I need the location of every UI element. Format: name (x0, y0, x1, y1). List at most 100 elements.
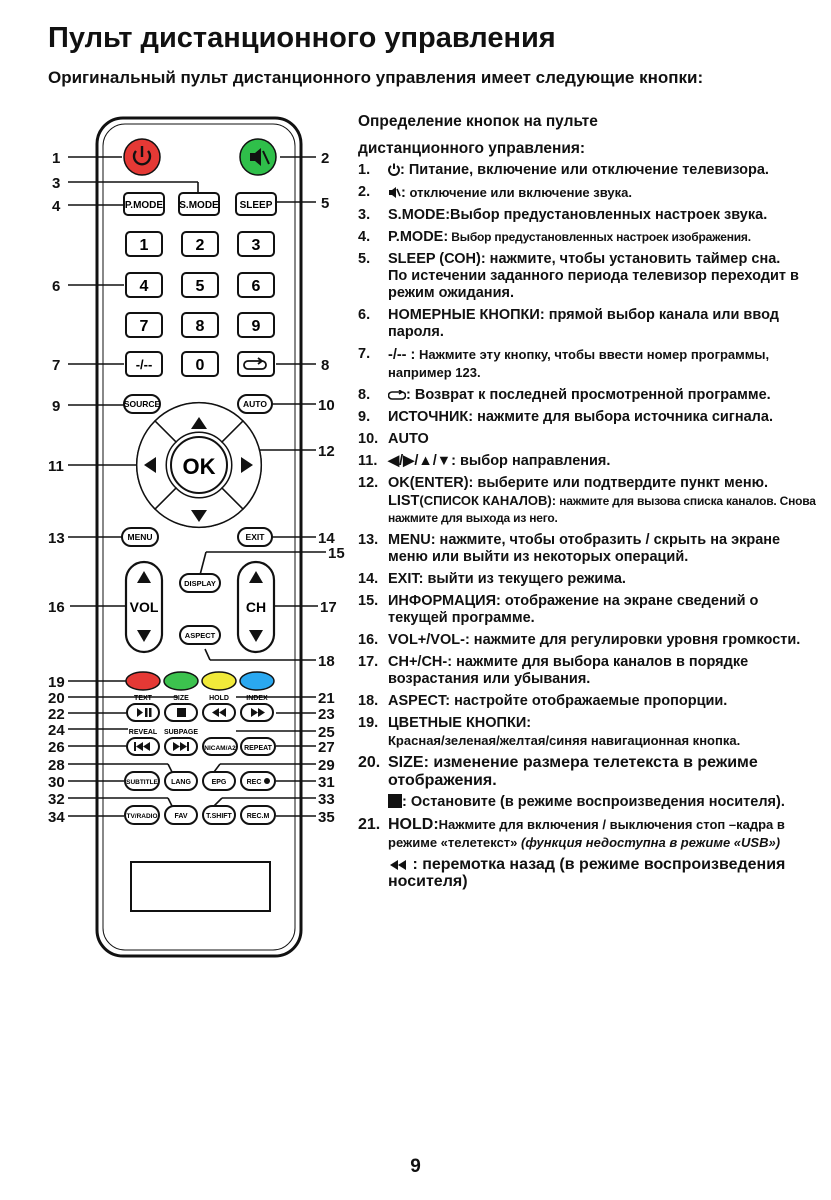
callout-28: 28 (48, 757, 65, 774)
digit-1-button[interactable] (125, 231, 163, 257)
blue-button[interactable] (239, 671, 275, 691)
rewind-icon (390, 860, 406, 870)
rec-button[interactable] (240, 771, 276, 791)
fav-label: FAV (174, 813, 187, 820)
vol-down-icon (137, 630, 151, 642)
yellow-button[interactable] (201, 671, 237, 691)
ch-down-icon (249, 630, 263, 642)
callout-21: 21 (318, 690, 335, 707)
up-arrow-icon (191, 417, 207, 429)
digit-2-button[interactable] (181, 231, 219, 257)
lang-button[interactable] (164, 771, 198, 791)
red-button[interactable] (125, 671, 161, 691)
auto-button[interactable] (237, 394, 273, 414)
mute-icon (389, 187, 401, 198)
digit-9-label: 9 (252, 318, 261, 335)
hold-small-label: HOLD (209, 695, 229, 702)
subpage-small-label: SUBPAGE (164, 729, 198, 736)
subtitle-label: SUBTITLE (126, 779, 158, 786)
size-small-label: SIZE (173, 695, 189, 702)
down-arrow-icon (191, 510, 207, 522)
pmode-button[interactable] (123, 192, 165, 216)
ch-label: CH (246, 599, 266, 615)
definition-10: 10. AUTO (358, 431, 429, 447)
dash-label: -/-- (136, 357, 153, 372)
digit-8-button[interactable] (181, 312, 219, 338)
definition-20: 20. SIZE: изменение размера телетекста в… (358, 754, 785, 810)
callout-6: 6 (52, 278, 60, 295)
repeat-label: REPEAT (244, 745, 273, 752)
callout-22: 22 (48, 706, 65, 723)
right-arrow-icon (241, 457, 253, 473)
ok-button[interactable] (170, 436, 228, 494)
nicam-label: NICAM/A2 (204, 745, 236, 752)
display-label: DISPLAY (184, 579, 216, 588)
tv-radio-button[interactable] (124, 805, 160, 825)
definition-21: 21. HOLD:Нажмите для включения / выключе… (358, 816, 786, 890)
recall-button[interactable] (237, 351, 275, 377)
recm-button[interactable] (240, 805, 276, 825)
callout-3: 3 (52, 175, 60, 192)
display-button[interactable] (179, 573, 221, 593)
callout-26: 26 (48, 739, 65, 756)
digit-2-label: 2 (196, 237, 205, 254)
menu-button[interactable] (121, 527, 159, 547)
callout-29: 29 (318, 757, 335, 774)
power-button[interactable] (123, 138, 161, 176)
source-button[interactable] (123, 394, 161, 414)
digit-4-button[interactable] (125, 272, 163, 298)
dash-button[interactable] (125, 351, 163, 377)
digit-0-label: 0 (196, 357, 205, 374)
left-arrow-button[interactable] (136, 419, 178, 511)
pmode-label: P.MODE (125, 200, 163, 211)
smode-button[interactable] (178, 192, 220, 216)
definition-15: 15. ИНФОРМАЦИЯ: отображение на экране св… (358, 593, 759, 626)
epg-button[interactable] (202, 771, 236, 791)
digit-7-button[interactable] (125, 312, 163, 338)
definition-12: 12. OK(ENTER): выберите или подтвердите … (358, 475, 816, 525)
rec-label: REC (247, 779, 262, 786)
recm-label: REC.M (247, 813, 270, 820)
green-button[interactable] (163, 671, 199, 691)
digit-9-button[interactable] (237, 312, 275, 338)
vol-rocker[interactable]: VOL (124, 560, 164, 654)
mute-button[interactable] (239, 138, 277, 176)
callout-8: 8 (321, 357, 329, 374)
tshift-button[interactable] (202, 805, 236, 825)
subtitle-button[interactable] (124, 771, 160, 791)
sleep-button[interactable] (235, 192, 277, 216)
next-icon (173, 742, 189, 751)
page-title: Пульт дистанционного управления (48, 22, 556, 54)
callout-1: 1 (52, 150, 60, 167)
recall-icon (243, 357, 267, 370)
fav-button[interactable] (164, 805, 198, 825)
aspect-button[interactable] (179, 625, 221, 645)
callout-2: 2 (321, 150, 329, 167)
page-number: 9 (410, 1156, 421, 1177)
definition-1: 1. : Питание, включение или отключение т… (358, 162, 769, 178)
epg-label: EPG (212, 779, 227, 786)
record-dot-icon (264, 778, 270, 784)
ch-up-icon (249, 571, 263, 583)
tv-radio-label: TV/RADIO (126, 813, 157, 820)
digit-5-label: 5 (196, 278, 205, 295)
callout-9: 9 (52, 398, 60, 415)
ch-rocker[interactable]: CH (236, 560, 276, 654)
digit-3-button[interactable] (237, 231, 275, 257)
definition-4: 4. P.MODE: Выбор предустановленных настр… (358, 229, 751, 245)
play-pause-icon (137, 708, 152, 717)
nicam-button[interactable] (202, 737, 238, 756)
repeat-button[interactable] (240, 737, 276, 756)
callout-24: 24 (48, 722, 65, 739)
power-icon (388, 163, 400, 176)
callout-23: 23 (318, 706, 335, 723)
definition-6: 6. НОМЕРНЫЕ КНОПКИ: прямой выбор канала … (358, 307, 779, 340)
definition-18: 18. ASPECT: настройте отображаемые пропо… (358, 693, 728, 709)
callout-31: 31 (318, 774, 335, 791)
digit-6-button[interactable] (237, 272, 275, 298)
remote-illustration: 1 2 3 4 5 6 7 8 9 10 11 12 13 14 15 16 1… (48, 116, 345, 958)
aspect-label: ASPECT (185, 631, 216, 640)
exit-button[interactable] (237, 527, 273, 547)
digit-5-button[interactable] (181, 272, 219, 298)
digit-0-button[interactable] (181, 351, 219, 377)
